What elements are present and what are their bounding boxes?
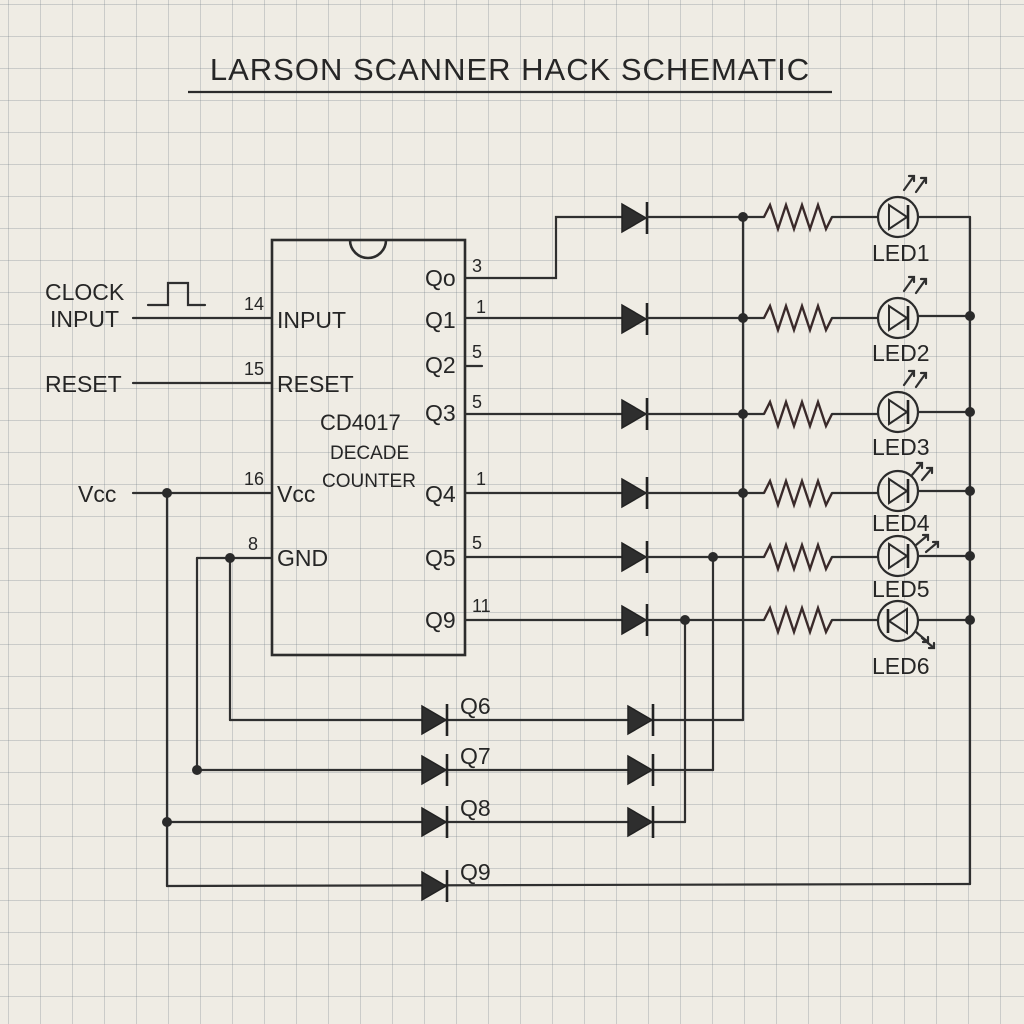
led-label-1: LED1 [872,240,930,266]
clock-pulse-icon [146,281,207,307]
pin-label-q9: Q9 [425,607,456,633]
led-label-6: LED6 [872,653,930,679]
pin-label-vcc: Vcc [277,481,315,507]
pin-number-q9: 11 [472,596,491,616]
pin-number-q5: 5 [472,533,482,553]
led-label-3: LED3 [872,434,930,460]
diode-row-5 [621,541,649,573]
diode-q7-left [421,754,449,786]
pin-number-14: 14 [244,294,264,314]
pin-number-q1: 1 [476,297,486,317]
label-q6: Q6 [460,693,491,719]
diode-q6-right [627,704,655,736]
pin-number-8: 8 [248,534,258,554]
pin-number-q0: 3 [472,256,482,276]
label-q7: Q7 [460,743,491,769]
led-3 [876,369,928,434]
q0-wire [463,215,624,280]
diode-q7-right [627,754,655,786]
chip-desc-decade: DECADE [330,443,409,464]
pin-number-q4: 1 [476,469,486,489]
pin-label-q4: Q4 [425,481,456,507]
pin-number-q3: 5 [472,392,482,412]
pin-number-16: 16 [244,469,264,489]
led-label-2: LED2 [872,340,930,366]
diode-row-2 [621,303,649,335]
resistor-1 [762,201,834,233]
resistor-2 [762,302,834,334]
led-6 [876,599,936,650]
pin-label-reset: RESET [277,371,354,397]
pin-number-15: 15 [244,359,264,379]
cd4017-chip [270,238,467,657]
pin-label-q5: Q5 [425,545,456,571]
schematic-title: LARSON SCANNER HACK SCHEMATIC [210,52,810,87]
led-label-4: LED4 [872,510,930,536]
chip-notch [348,239,388,260]
diode-q9-bottom [421,870,449,902]
pin-label-q3: Q3 [425,400,456,426]
led-1 [876,174,928,239]
resistor-6 [762,604,834,636]
label-q9-bottom: Q9 [460,859,491,885]
led-label-5: LED5 [872,576,930,602]
label-q8: Q8 [460,795,491,821]
junction-dots [162,212,975,827]
led-4 [876,461,934,513]
resistor-5 [762,541,834,573]
pin-label-q0: Qo [425,265,456,291]
diode-q8-right [627,806,655,838]
clock-label: CLOCK [45,279,125,305]
pin-label-q1: Q1 [425,307,456,333]
resistor-4 [762,477,834,509]
diode-row-6 [621,604,649,636]
diode-q8-left [421,806,449,838]
reset-label: RESET [45,371,122,397]
input-label: INPUT [50,306,119,332]
chip-desc-counter: COUNTER [322,471,416,492]
pin-label-gnd: GND [277,545,328,571]
vcc-label: Vcc [78,481,116,507]
diode-row-1 [621,202,649,234]
led-2 [876,275,928,340]
pin-number-q2: 5 [472,342,482,362]
pin-label-input: INPUT [277,307,346,333]
diode-q6-left [421,704,449,736]
pin-label-q2: Q2 [425,352,456,378]
diode-row-4 [621,477,649,509]
bottom-wire-q9 [165,882,972,888]
resistor-3 [762,398,834,430]
diode-row-3 [621,398,649,430]
chip-name: CD4017 [320,410,401,435]
